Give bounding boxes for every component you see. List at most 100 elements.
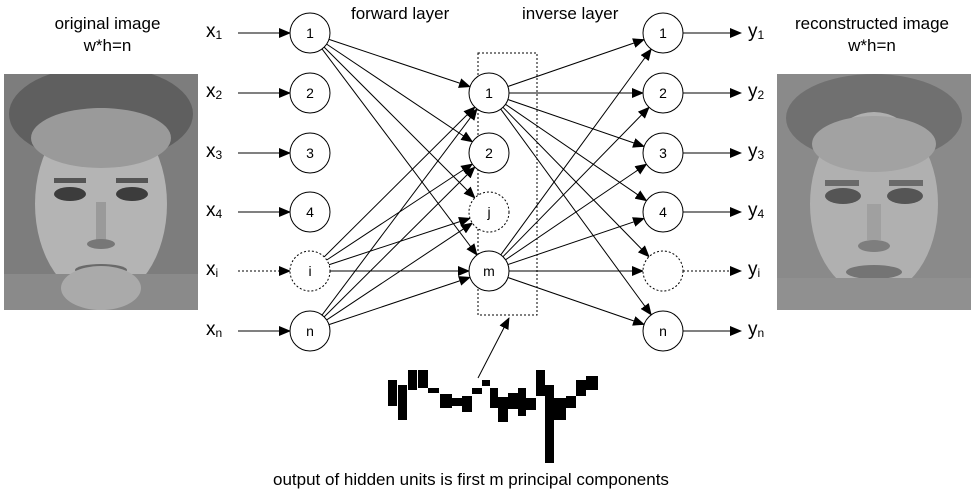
output-variable-label-base: y: [748, 319, 758, 340]
forward-edge: [323, 106, 476, 258]
output-variable-label-base: y: [748, 81, 758, 102]
pc-bar: [554, 398, 566, 420]
forward-edge: [326, 43, 474, 143]
pc-bar: [408, 370, 417, 390]
inverse-edge: [507, 38, 646, 87]
input-variable-label-base: x: [206, 21, 216, 42]
input-node-circle: [289, 310, 331, 352]
output-variable-label-base: y: [748, 141, 758, 162]
input-node-circle: [289, 191, 331, 233]
input-node-circle: [289, 72, 331, 114]
hidden-node-label: m: [483, 263, 495, 279]
pc-bar: [388, 380, 397, 406]
original-face-image: [4, 74, 198, 310]
output-variable-label-subscript: 4: [757, 207, 765, 221]
output-node-circle: [642, 191, 684, 233]
input-node-label: 2: [306, 85, 314, 101]
output-variable-label-subscript: i: [757, 266, 761, 280]
pc-bar: [508, 393, 518, 409]
input-node-label: 3: [306, 145, 314, 161]
hidden-node-circle: [468, 250, 510, 292]
hidden-node-label: j: [486, 204, 490, 220]
hidden-node-label: 1: [485, 85, 493, 101]
output-node-label: 2: [659, 85, 667, 101]
input-node-label: i: [308, 263, 311, 279]
pc-bar: [398, 385, 407, 420]
input-node-circle: [289, 12, 331, 54]
output-variable-label: y2: [748, 82, 764, 105]
pc-bar: [566, 396, 576, 408]
output-node-circle: [642, 72, 684, 114]
forward-layer-title: forward layer: [351, 4, 450, 23]
inverse-edge: [507, 277, 646, 326]
input-variable-label: xn: [206, 320, 222, 343]
input-variable-label-subscript: 1: [215, 28, 223, 42]
input-variable-label-subscript: 4: [215, 207, 223, 221]
pc-bar: [586, 376, 598, 390]
forward-edge: [321, 108, 478, 316]
output-node-label: 1: [659, 25, 667, 41]
input-variable-label: xi: [206, 260, 218, 283]
pc-bar: [482, 380, 490, 386]
pc-bar: [526, 398, 536, 410]
hidden-node-circle: [468, 72, 510, 114]
input-node-label: n: [306, 323, 314, 339]
output-variable-label-base: y: [748, 200, 758, 221]
caption: output of hidden units is first m princi…: [273, 470, 669, 489]
output-node-circle: [642, 132, 684, 174]
output-variable-label-base: y: [748, 259, 758, 280]
input-variable-label-base: x: [206, 259, 216, 280]
output-variable-label: yn: [748, 320, 764, 343]
output-node-circle: [642, 310, 684, 352]
hidden-node-label: 2: [485, 145, 493, 161]
pc-bar: [518, 388, 526, 416]
output-node-label: n: [659, 323, 667, 339]
inverse-edge: [505, 163, 648, 261]
output-variable-label-subscript: 3: [757, 148, 765, 162]
inverse-layer-title: inverse layer: [522, 4, 619, 23]
hidden-layer-box: [477, 52, 538, 316]
pc-bar: [498, 397, 508, 422]
pc-bar: [536, 370, 545, 396]
pc-bar: [576, 380, 586, 396]
input-variable-label: x4: [206, 201, 222, 224]
input-variable-label-base: x: [206, 81, 216, 102]
output-variable-label: y1: [748, 22, 764, 45]
pc-bar: [490, 388, 498, 408]
original-image-size-label: w*h=n: [83, 36, 132, 55]
output-node-label: 4: [659, 204, 667, 220]
pc-bar: [418, 370, 428, 388]
pc-bar: [545, 385, 554, 463]
hidden-node-circle: [468, 191, 510, 233]
forward-edge: [323, 46, 476, 199]
output-variable-label-subscript: 2: [757, 88, 765, 102]
input-variable-label-subscript: 3: [215, 148, 223, 162]
input-node-label: 1: [306, 25, 314, 41]
input-variable-label-subscript: n: [215, 326, 223, 340]
input-variable-label: x1: [206, 22, 222, 45]
input-node-label: 4: [306, 204, 314, 220]
pc-bar: [472, 388, 482, 394]
reconstructed-image-size-label: w*h=n: [848, 36, 896, 55]
reconstructed-face-image: [777, 74, 971, 310]
pc-bar: [440, 394, 452, 408]
input-variable-label-base: x: [206, 200, 216, 221]
forward-edge: [326, 222, 474, 321]
output-variable-label-base: y: [748, 21, 758, 42]
forward-edge: [328, 38, 471, 88]
output-node-circle: [642, 12, 684, 54]
original-image-title: original image: [54, 14, 161, 33]
pc-pointer-arrow: [477, 317, 510, 379]
output-variable-label: yi: [748, 260, 760, 283]
inverse-edge: [502, 106, 650, 258]
output-variable-label-subscript: 1: [757, 28, 765, 42]
forward-edge: [328, 276, 471, 326]
input-variable-label-base: x: [206, 319, 216, 340]
pc-bar: [452, 398, 462, 406]
forward-edge: [321, 48, 478, 256]
output-node-circle: [642, 250, 684, 292]
forward-edge: [323, 166, 476, 318]
output-variable-label: y3: [748, 142, 764, 165]
hidden-node-circle: [468, 132, 510, 174]
